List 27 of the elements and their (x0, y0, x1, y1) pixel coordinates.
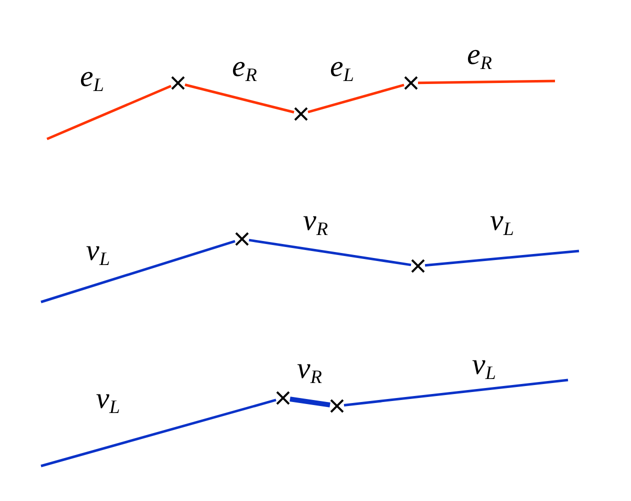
edge-label: e$_{L}$ (80, 62, 104, 92)
edge-label: e$_{R}$ (467, 40, 492, 70)
line-segment (308, 84, 404, 114)
line-segment (248, 238, 412, 266)
line-segment (184, 84, 294, 114)
cross-marker (171, 76, 185, 90)
cross-marker (330, 399, 344, 413)
edge-label: ν$_{L}$ (86, 236, 110, 266)
line-segment (40, 398, 276, 468)
cross-marker (294, 107, 308, 121)
line-segment (418, 80, 556, 84)
cross-marker (404, 76, 418, 90)
cross-marker (276, 391, 290, 405)
edge-label: e$_{L}$ (330, 52, 354, 82)
edge-label: e$_{R}$ (232, 52, 257, 82)
line-segment (424, 250, 580, 267)
edge-label: ν$_{L}$ (490, 206, 514, 236)
cross-marker (235, 232, 249, 246)
edge-label: ν$_{L}$ (472, 350, 496, 380)
line-segment (290, 396, 330, 408)
line-segment (344, 378, 568, 406)
cross-marker (411, 259, 425, 273)
edge-label: ν$_{L}$ (96, 384, 120, 414)
edge-label: ν$_{R}$ (297, 354, 322, 384)
edge-label: ν$_{R}$ (303, 206, 328, 236)
line-segment (46, 84, 172, 140)
line-segment (40, 240, 236, 304)
